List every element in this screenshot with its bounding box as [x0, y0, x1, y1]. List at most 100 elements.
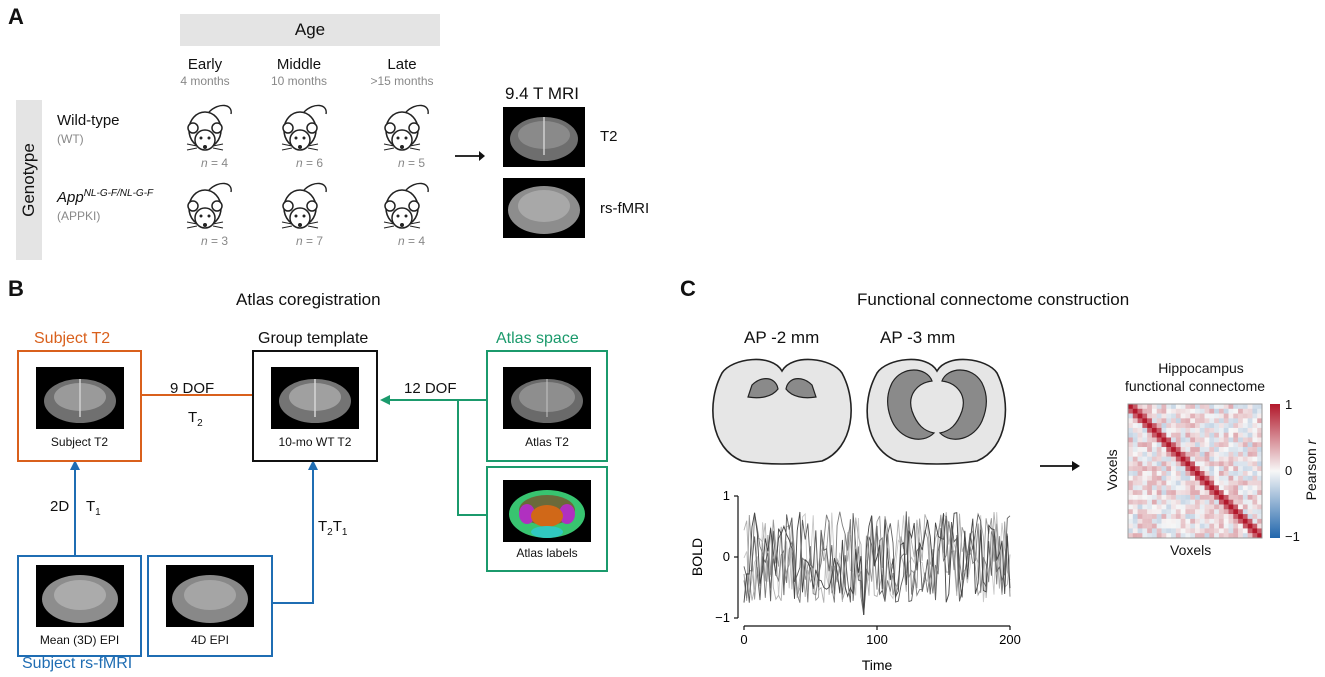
matrix-cell [1161, 456, 1167, 462]
matrix-cell [1180, 528, 1186, 534]
row-appki-name: App [57, 189, 84, 206]
matrix-cell [1151, 490, 1157, 496]
matrix-cell [1247, 509, 1253, 515]
matrix-cell [1137, 509, 1143, 515]
matrix-cell [1209, 485, 1215, 491]
matrix-cell [1185, 494, 1191, 500]
matrix-cell [1175, 423, 1181, 429]
mri-rsfmri-image [503, 178, 585, 238]
panel-a-letter: A [8, 4, 24, 29]
matrix-cell [1257, 437, 1263, 443]
matrix-cell [1175, 528, 1181, 534]
matrix-cell [1175, 413, 1181, 419]
matrix-cell [1228, 509, 1234, 515]
atlas-t2-image [503, 367, 591, 429]
matrix-cell [1233, 471, 1239, 476]
matrix-cell [1218, 418, 1224, 424]
group-template-image [271, 367, 359, 429]
matrix-cell [1238, 494, 1244, 500]
matrix-cell [1180, 447, 1186, 453]
matrix-cell [1151, 504, 1157, 510]
matrix-cell [1214, 471, 1220, 476]
arrow-to-mri-icon [455, 151, 485, 161]
matrix-cell [1171, 509, 1177, 515]
matrix-cell [1151, 514, 1157, 520]
matrix-cell [1132, 413, 1138, 419]
matrix-cell [1199, 466, 1205, 472]
matrix-cell [1171, 461, 1177, 467]
matrix-cell [1161, 451, 1167, 457]
matrix-cell [1209, 451, 1215, 457]
matrix-cell [1151, 523, 1157, 529]
matrix-cell [1185, 490, 1191, 496]
matrix-cell [1142, 418, 1148, 424]
matrix-cell [1214, 485, 1220, 491]
matrix-cell [1233, 499, 1239, 505]
matrix-cell [1223, 494, 1229, 500]
genotype-header-bar [16, 100, 42, 260]
matrix-title-1: Hippocampus [1158, 360, 1244, 376]
matrix-cell [1137, 423, 1143, 429]
matrix-cell [1242, 504, 1248, 510]
matrix-cell [1218, 494, 1224, 500]
matrix-cell [1190, 437, 1196, 443]
matrix-cell [1171, 447, 1177, 453]
matrix-cell [1161, 523, 1167, 529]
matrix-cell [1214, 423, 1220, 429]
mri-title: 9.4 T MRI [505, 84, 580, 103]
bold-x-tick-label: 200 [999, 632, 1021, 647]
matrix-cell [1190, 461, 1196, 467]
matrix-cell [1218, 404, 1224, 409]
matrix-cell [1171, 514, 1177, 520]
matrix-cell [1214, 518, 1220, 524]
matrix-cell [1175, 432, 1181, 438]
matrix-cell [1257, 514, 1263, 520]
matrix-cell [1195, 533, 1200, 539]
matrix-cell [1132, 437, 1138, 443]
matrix-cell [1199, 427, 1205, 433]
matrix-cell [1223, 418, 1229, 424]
count-appki-middle: n = 7 [296, 234, 324, 248]
matrix-cell [1218, 480, 1224, 486]
group-template-title: Group template [258, 330, 369, 347]
matrix-cell [1233, 514, 1239, 520]
matrix-cell [1151, 437, 1157, 443]
matrix-cell [1171, 518, 1177, 524]
matrix-cell [1209, 518, 1215, 524]
matrix-cell [1242, 447, 1248, 453]
matrix-cell [1147, 404, 1153, 409]
matrix-cell [1257, 485, 1263, 491]
matrix-cell [1147, 427, 1153, 433]
matrix-cell [1199, 504, 1205, 510]
matrix-cell [1128, 480, 1133, 486]
matrix-cell [1218, 528, 1224, 534]
matrix-cell [1137, 490, 1143, 496]
matrix-cell [1204, 475, 1210, 481]
matrix-cell [1209, 427, 1215, 433]
matrix-cell [1190, 509, 1196, 515]
matrix-cell [1142, 490, 1148, 496]
matrix-cell [1204, 514, 1210, 520]
matrix-cell [1175, 456, 1181, 462]
matrix-cell [1218, 413, 1224, 419]
matrix-cell [1204, 461, 1210, 467]
matrix-cell [1166, 437, 1172, 443]
matrix-cell [1199, 533, 1205, 539]
matrix-cell [1156, 509, 1162, 515]
matrix-cell [1223, 504, 1229, 510]
matrix-cell [1132, 404, 1138, 409]
matrix-cell [1175, 475, 1181, 481]
matrix-cell [1132, 475, 1138, 481]
matrix-cell [1151, 461, 1157, 467]
matrix-cell [1161, 494, 1167, 500]
matrix-cell [1128, 494, 1133, 500]
arrow-label-9dof: 9 DOF [170, 380, 215, 397]
matrix-cell [1252, 533, 1258, 539]
matrix-cell [1166, 471, 1172, 476]
matrix-cell [1257, 471, 1263, 476]
matrix-cell [1257, 499, 1263, 505]
matrix-cell [1218, 514, 1224, 520]
matrix-cell [1156, 485, 1162, 491]
matrix-cell [1218, 432, 1224, 438]
